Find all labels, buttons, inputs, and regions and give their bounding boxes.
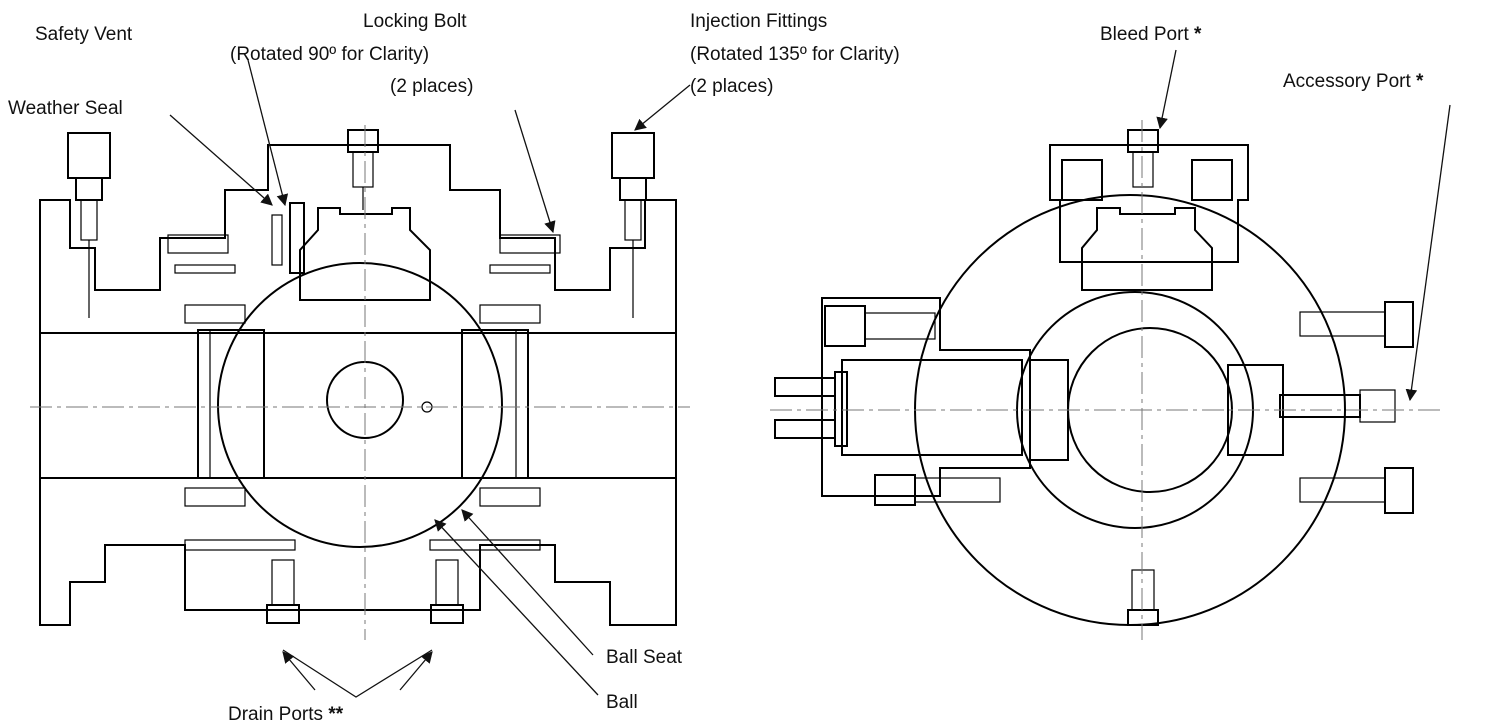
label-injection-fittings: Injection Fittings — [690, 11, 827, 32]
label-weather-seal: Weather Seal — [8, 98, 123, 119]
bonnet-cavity — [299, 207, 431, 301]
locking-bolt-left — [167, 234, 229, 254]
flow-bore-left — [39, 332, 677, 479]
leader-accessory-port — [1405, 104, 1451, 402]
label-bleed-port: Bleed Port * — [1100, 24, 1202, 45]
label-safety-vent: Safety Vent — [35, 24, 133, 45]
leader-locking-bolt — [514, 109, 556, 234]
ball-left — [217, 262, 503, 548]
drain-fitting-left — [266, 559, 300, 624]
top-fitting-left-view — [347, 129, 379, 210]
label-accessory-port: Accessory Port * — [1283, 71, 1424, 92]
leader-drain-ports — [282, 649, 433, 698]
leader-bleed-port — [1156, 49, 1177, 130]
callout-labels: Safety Vent Weather Seal Locking Bolt (R… — [8, 11, 1424, 725]
locking-bolt-right — [499, 234, 561, 254]
injection-fitting-left — [67, 132, 111, 318]
leader-injection-fittings — [634, 84, 691, 131]
leader-ball-seat — [461, 509, 594, 656]
bonnet-right — [1049, 144, 1249, 263]
drain-fitting-right — [430, 559, 464, 624]
label-locking-bolt-rotation: (Rotated 90º for Clarity) — [230, 44, 429, 65]
label-locking-bolt: Locking Bolt — [363, 11, 467, 32]
seat-ring-right — [461, 329, 529, 479]
leader-ball — [434, 519, 599, 696]
side-section-view — [30, 125, 690, 640]
leader-weather-seal — [169, 114, 273, 206]
label-ball-seat: Ball Seat — [606, 647, 683, 668]
label-ball: Ball — [606, 692, 638, 713]
safety-vent — [289, 202, 305, 274]
valve-body-left — [39, 144, 677, 626]
label-injection-places: (2 places) — [690, 76, 773, 97]
leader-lines — [169, 49, 1451, 698]
end-section-view — [770, 120, 1440, 640]
stem-housing — [821, 297, 1031, 497]
label-drain-ports: Drain Ports ** — [228, 704, 344, 725]
seat-ring-left — [197, 329, 265, 479]
injection-fitting-right — [611, 132, 655, 318]
label-locking-bolt-places: (2 places) — [390, 76, 473, 97]
label-injection-rotation: (Rotated 135º for Clarity) — [690, 44, 900, 65]
leader-safety-vent — [247, 59, 289, 207]
